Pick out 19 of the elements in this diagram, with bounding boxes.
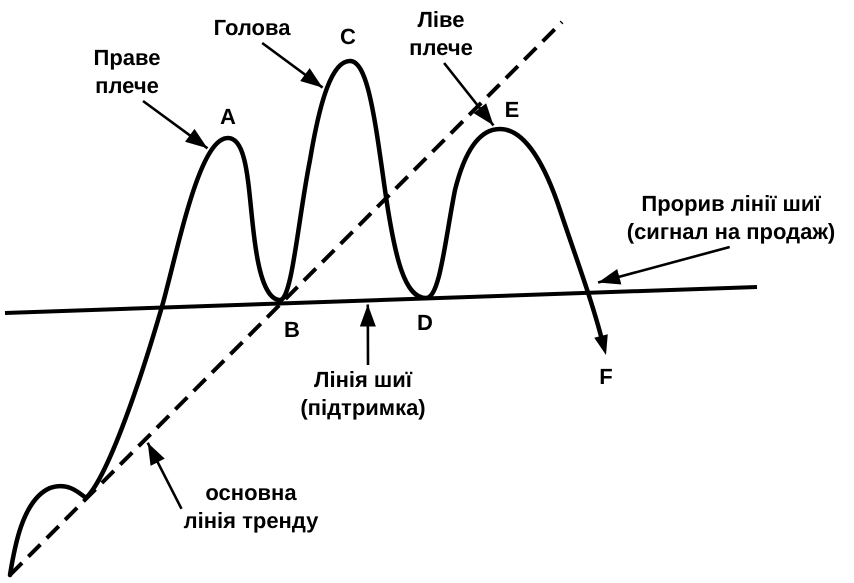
annotation-text: Голова [212, 14, 292, 42]
annotation-text: Ліве плече [408, 6, 474, 62]
annotation-text: Лінія шиї (підтримка) [299, 366, 427, 422]
point-letter: C [340, 25, 356, 49]
leader-arrow [443, 62, 495, 126]
leader-arrow [146, 442, 183, 510]
leader-arrow [142, 100, 208, 150]
leader-arrow [598, 246, 730, 284]
annotation-text: Праве плече [92, 44, 162, 100]
leader-arrow [360, 304, 376, 365]
leader-arrow [261, 42, 324, 89]
neckline [4, 285, 758, 315]
point-letter: A [220, 105, 236, 129]
point-letter: D [417, 311, 433, 335]
point-letter: E [504, 98, 520, 122]
point-letter: B [284, 318, 300, 342]
annotation-text: Прорив лінії шиї (сигнал на продаж) [626, 190, 836, 246]
annotation-text: основна лінія тренду [182, 479, 320, 535]
point-letter: F [599, 365, 613, 389]
